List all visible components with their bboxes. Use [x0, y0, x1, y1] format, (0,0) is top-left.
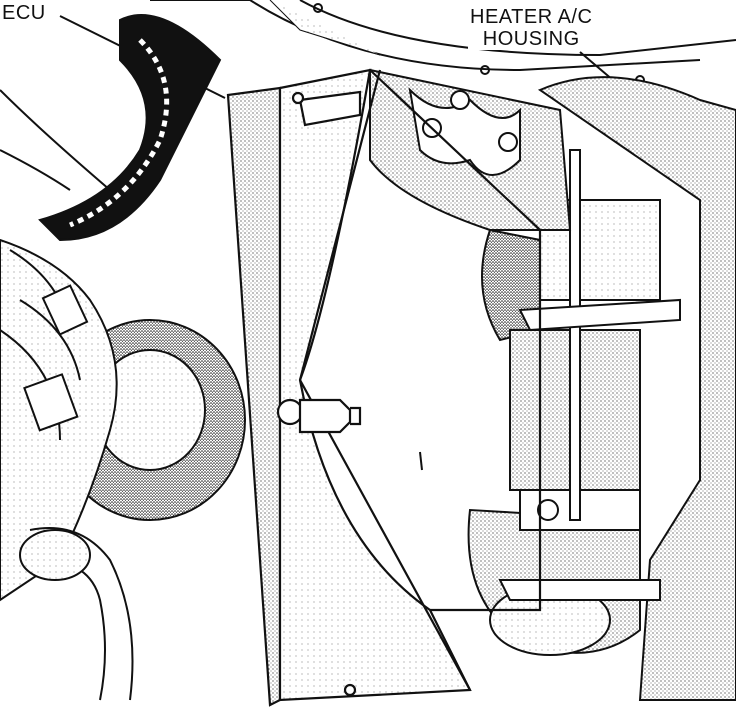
dash-panel	[150, 0, 736, 85]
heater-ac-housing-callout-label: HEATER A/C HOUSING	[468, 6, 595, 50]
heater-callout-line-2: HOUSING	[482, 28, 580, 50]
wiring-harness	[0, 14, 246, 701]
ecu-callout-label: ECU	[0, 2, 48, 24]
ecu-module	[226, 68, 542, 707]
mounting-bracket	[369, 68, 572, 231]
reference-mark	[419, 451, 423, 471]
heater-callout-line-1: HEATER A/C	[470, 6, 593, 28]
